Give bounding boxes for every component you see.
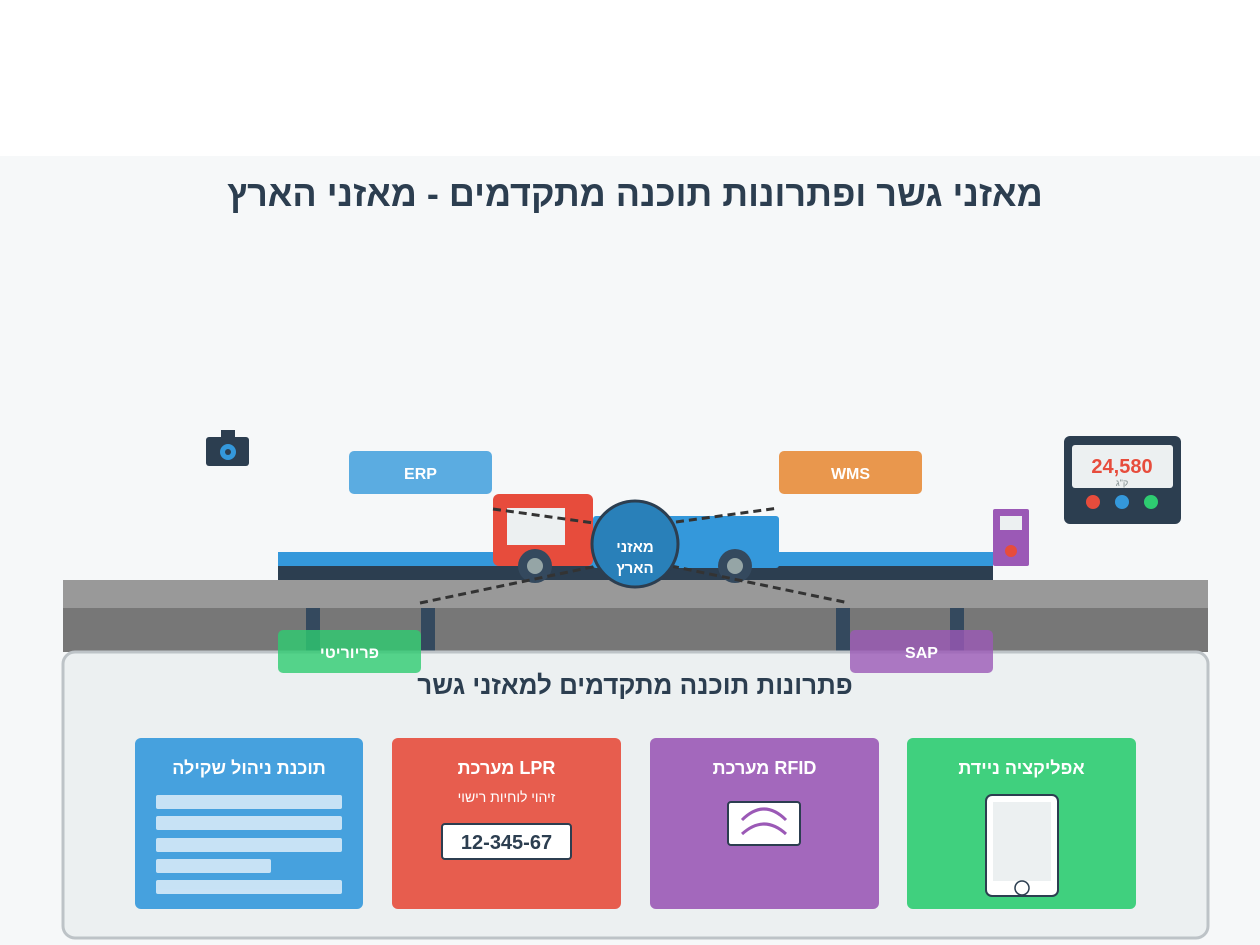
center-hub bbox=[590, 499, 680, 589]
weight-unit: ק"ג bbox=[1116, 478, 1128, 488]
indicator-button-green bbox=[1144, 495, 1158, 509]
sap-box bbox=[850, 630, 993, 673]
license-plate bbox=[441, 823, 572, 860]
priority-label: פריוריטי bbox=[320, 645, 379, 662]
weight-indicator bbox=[1064, 436, 1181, 524]
erp-box bbox=[349, 451, 492, 494]
sap-label: SAP bbox=[905, 645, 938, 662]
support-pillar bbox=[421, 608, 435, 652]
rfid-icon bbox=[727, 801, 801, 846]
truck-wheel-rear bbox=[718, 549, 752, 583]
license-plate-number: 12-345-67 bbox=[461, 832, 552, 854]
truck-wheel-front bbox=[518, 549, 552, 583]
weight-reading: 24,580 bbox=[1091, 456, 1152, 478]
erp-label: ERP bbox=[404, 466, 437, 483]
wms-label: WMS bbox=[831, 466, 870, 483]
indicator-button-blue bbox=[1115, 495, 1129, 509]
road-base bbox=[63, 608, 1208, 652]
card-management-title: תוכנת ניהול שקילה bbox=[172, 758, 326, 778]
card-mobile-title: אפליקציה ניידת bbox=[958, 758, 1084, 778]
document-lines-icon bbox=[156, 795, 342, 894]
center-hub-line1: מאזני bbox=[616, 539, 654, 556]
indicator-button-red bbox=[1086, 495, 1100, 509]
page-title: מאזני גשר ופתרונות תוכנה מתקדמים - מאזני… bbox=[227, 173, 1043, 214]
software-panel-title: פתרונות תוכנה מתקדמים למאזני גשר bbox=[417, 670, 852, 700]
card-lpr-subtitle: זיהוי לוחיות רישוי bbox=[458, 789, 556, 805]
top-blank-area bbox=[0, 0, 1260, 156]
wms-box bbox=[779, 451, 922, 494]
card-rfid-title: מערכת RFID bbox=[713, 758, 817, 778]
rfid-reader-post bbox=[993, 509, 1029, 566]
center-hub-line2: הארץ bbox=[616, 560, 653, 577]
camera-icon bbox=[206, 430, 249, 466]
phone-icon bbox=[985, 794, 1059, 897]
priority-box bbox=[278, 630, 421, 673]
connector-lines bbox=[419, 506, 850, 605]
card-lpr-title: מערכת LPR bbox=[458, 758, 556, 778]
support-pillar bbox=[836, 608, 850, 652]
